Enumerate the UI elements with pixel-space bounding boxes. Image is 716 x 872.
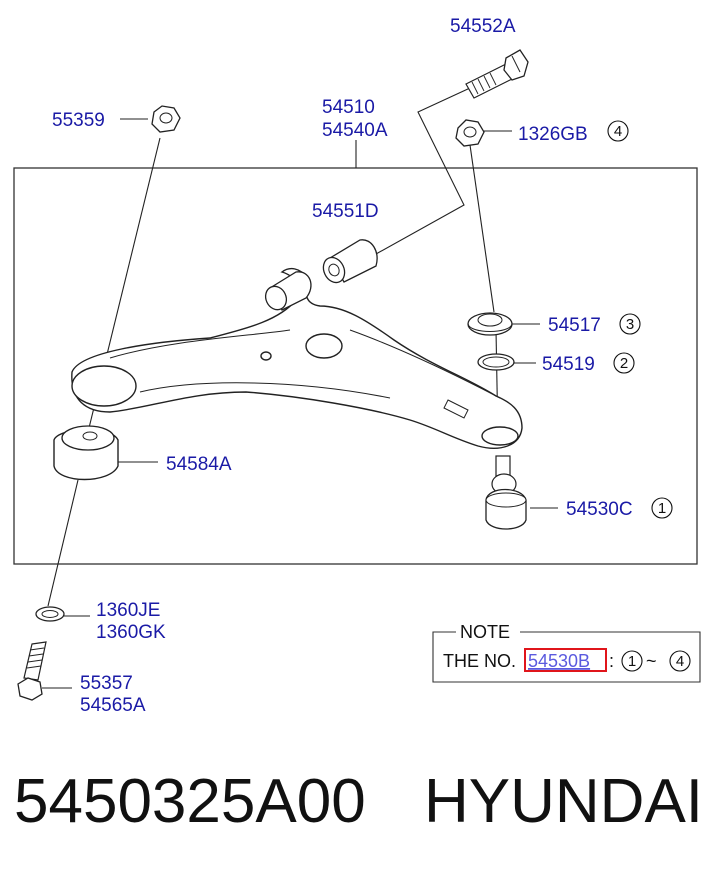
dust-cover-54517-icon [467, 312, 513, 336]
label-54519: 54519 [542, 354, 595, 375]
note-to: 4 [676, 653, 684, 670]
label-1360gk: 1360GK [96, 622, 166, 643]
bolt-55357-icon [17, 641, 47, 701]
arm-front-bushing-icon [264, 271, 312, 311]
label-54510: 54510 [322, 97, 375, 118]
nut-1326gb-icon [455, 119, 485, 147]
bolt-54552a-icon [465, 49, 529, 99]
ball-joint-54530c-icon [485, 455, 527, 530]
circled-ref-4: 4 [607, 120, 629, 142]
note-circle-to [669, 650, 691, 672]
note-title: NOTE [460, 622, 510, 642]
control-arm-icon [71, 267, 523, 449]
label-54551d: 54551D [312, 201, 379, 222]
label-54540a: 54540A [322, 120, 388, 141]
svg-text:1: 1 [658, 500, 666, 517]
footer-part-number: 5450325A00 [14, 767, 366, 836]
note-circle-from [621, 650, 643, 672]
label-54517: 54517 [548, 315, 601, 336]
svg-text:4: 4 [614, 123, 622, 140]
circled-ref-3: 3 [619, 313, 641, 335]
bushing-54584a-icon [53, 425, 119, 481]
note-tilde: ~ [646, 651, 657, 671]
label-54552a: 54552A [450, 16, 516, 37]
note-box: NOTE THE NO. 54530B : 1 ~ 4 [432, 622, 701, 683]
note-part-number[interactable]: 54530B [528, 651, 590, 671]
label-55359: 55359 [52, 110, 105, 131]
ring-54519-icon [477, 353, 515, 371]
note-prefix: THE NO. [443, 651, 516, 671]
label-54584a: 54584A [166, 454, 232, 475]
washer-1360je-icon [35, 606, 65, 622]
note-from: 1 [628, 653, 636, 670]
svg-text:3: 3 [626, 316, 634, 333]
note-colon: : [609, 651, 614, 671]
label-54565a: 54565A [80, 695, 146, 716]
label-1326gb: 1326GB [518, 124, 588, 145]
nut-55359-icon [151, 105, 181, 133]
note-part-highlight [524, 648, 607, 672]
label-1360je: 1360JE [96, 600, 160, 621]
label-54530c: 54530C [566, 499, 633, 520]
footer-brand: HYUNDAI [424, 767, 703, 836]
bushing-54551d-icon [322, 239, 378, 284]
label-55357: 55357 [80, 673, 133, 694]
circled-ref-2: 2 [613, 352, 635, 374]
circled-ref-1: 1 [651, 497, 673, 519]
svg-text:2: 2 [620, 355, 628, 372]
